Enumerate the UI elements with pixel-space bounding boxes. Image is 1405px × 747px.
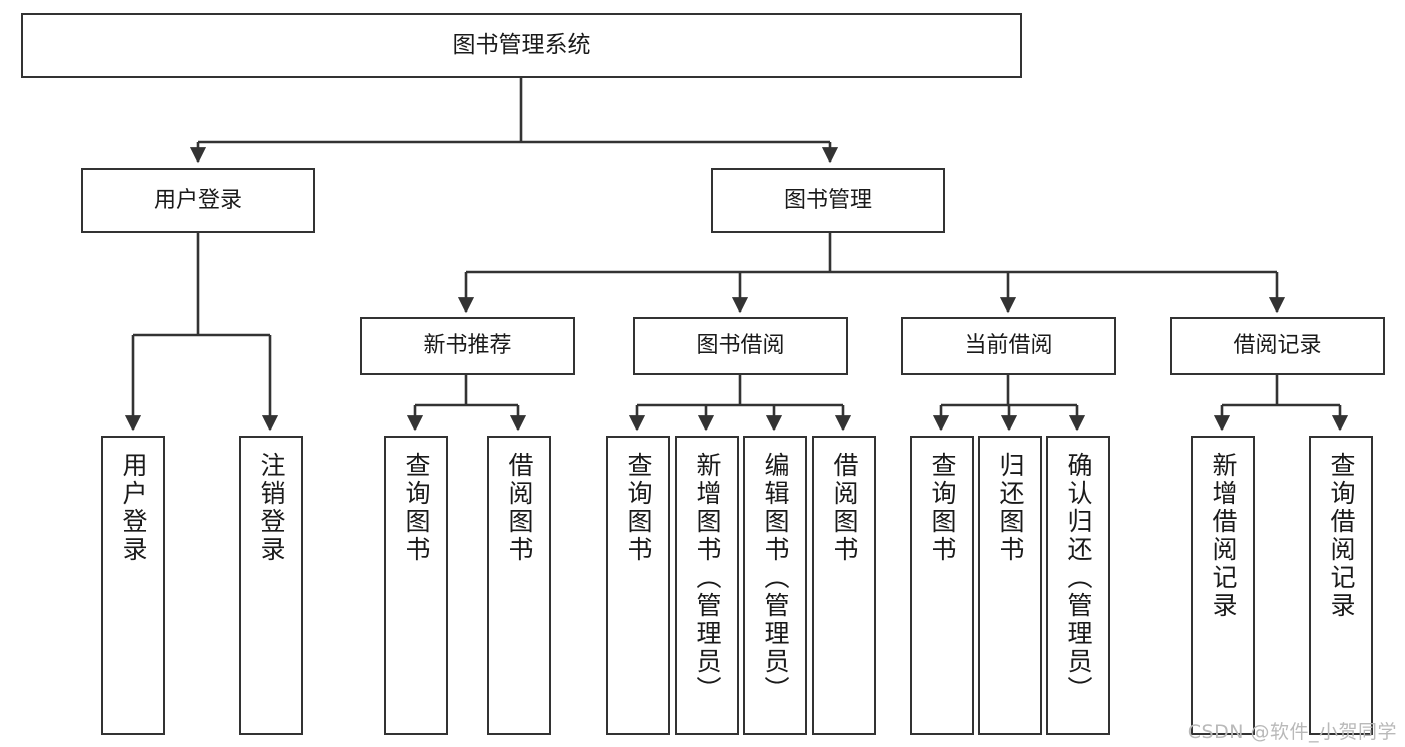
node-book-borrow[interactable]: 图书借阅 <box>633 317 848 375</box>
node-borrow-record-label: 借阅记录 <box>1233 333 1322 359</box>
node-root[interactable]: 图书管理系统 <box>21 13 1022 78</box>
node-user-login[interactable]: 用户登录 <box>81 168 315 233</box>
node-leaf-logout[interactable]: 注销登录 <box>239 436 303 735</box>
node-leaf-add-book[interactable]: 新增图书（管理员） <box>675 436 739 735</box>
leaf-label: 注销登录 <box>257 452 286 564</box>
node-leaf-query-record[interactable]: 查询借阅记录 <box>1309 436 1373 735</box>
leaf-label: 借阅图书 <box>830 452 859 564</box>
node-leaf-edit-book[interactable]: 编辑图书（管理员） <box>743 436 807 735</box>
node-book-borrow-label: 图书借阅 <box>696 333 785 359</box>
watermark: CSDN @软件_小贺同学 <box>1187 721 1397 743</box>
node-leaf-confirm-return[interactable]: 确认归还（管理员） <box>1046 436 1110 735</box>
leaf-label: 借阅图书 <box>505 452 534 564</box>
node-book-manage[interactable]: 图书管理 <box>711 168 945 233</box>
leaf-label: 归还图书 <box>996 452 1025 564</box>
node-borrow-record[interactable]: 借阅记录 <box>1170 317 1385 375</box>
leaf-label: 确认归还（管理员） <box>1064 452 1093 704</box>
node-root-label: 图书管理系统 <box>452 32 591 59</box>
node-current-borrow[interactable]: 当前借阅 <box>901 317 1116 375</box>
node-leaf-add-record[interactable]: 新增借阅记录 <box>1191 436 1255 735</box>
leaf-label: 查询图书 <box>624 452 653 564</box>
leaf-label: 查询图书 <box>402 452 431 564</box>
node-leaf-user-login[interactable]: 用户登录 <box>101 436 165 735</box>
leaf-label: 编辑图书（管理员） <box>761 452 790 704</box>
node-current-borrow-label: 当前借阅 <box>964 333 1053 359</box>
node-leaf-query-book-1[interactable]: 查询图书 <box>384 436 448 735</box>
leaf-label: 新增借阅记录 <box>1209 452 1238 620</box>
leaf-label: 查询借阅记录 <box>1327 452 1356 620</box>
node-leaf-borrow-book-2[interactable]: 借阅图书 <box>812 436 876 735</box>
node-new-book-rec-label: 新书推荐 <box>423 333 512 359</box>
node-user-login-label: 用户登录 <box>153 187 242 213</box>
node-leaf-borrow-book-1[interactable]: 借阅图书 <box>487 436 551 735</box>
node-leaf-query-book-3[interactable]: 查询图书 <box>910 436 974 735</box>
node-leaf-return-book[interactable]: 归还图书 <box>978 436 1042 735</box>
leaf-label: 新增图书（管理员） <box>693 452 722 704</box>
node-leaf-query-book-2[interactable]: 查询图书 <box>606 436 670 735</box>
node-new-book-rec[interactable]: 新书推荐 <box>360 317 575 375</box>
leaf-label: 查询图书 <box>928 452 957 564</box>
leaf-label: 用户登录 <box>119 452 148 564</box>
node-book-manage-label: 图书管理 <box>783 187 872 213</box>
